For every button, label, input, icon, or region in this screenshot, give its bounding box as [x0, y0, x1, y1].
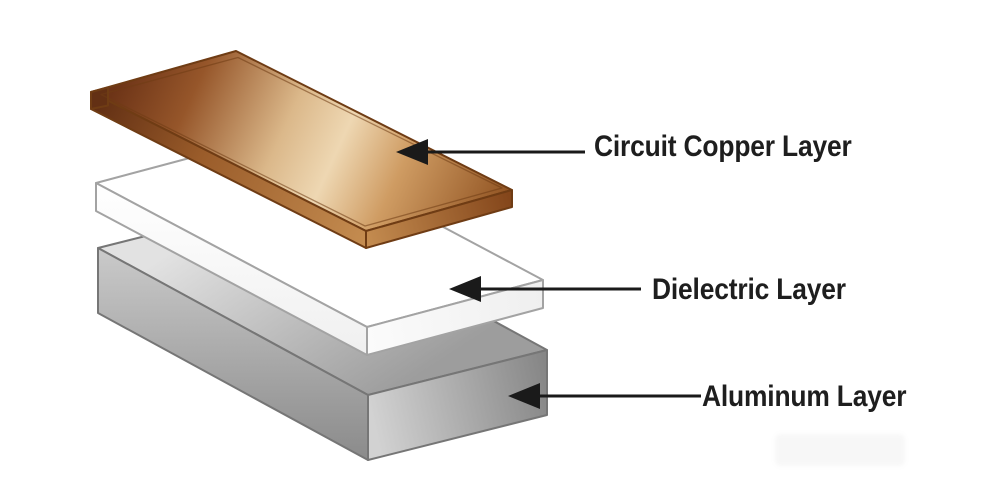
copper-arrowhead-icon [396, 139, 428, 165]
copper-front-right-face [365, 189, 513, 249]
copper-layer-label: Circuit Copper Layer [594, 130, 852, 163]
aluminum-front-right-face [367, 349, 548, 461]
callout-arrows [396, 139, 701, 409]
aluminum-arrow [508, 383, 701, 409]
dielectric-layer-shape [95, 135, 544, 356]
aluminum-layer-label: Aluminum Layer [702, 380, 907, 413]
aluminum-arrowhead-icon [508, 383, 540, 409]
copper-arrow [396, 139, 585, 165]
copper-end-cap [90, 86, 109, 110]
copper-layer-shape [90, 50, 513, 249]
copper-rim-line [100, 56, 503, 227]
watermark [775, 434, 905, 466]
dielectric-layer-label: Dielectric Layer [652, 273, 846, 306]
dielectric-arrow [449, 276, 641, 302]
dielectric-arrowhead-icon [449, 276, 481, 302]
dielectric-front-right-face [366, 279, 544, 356]
